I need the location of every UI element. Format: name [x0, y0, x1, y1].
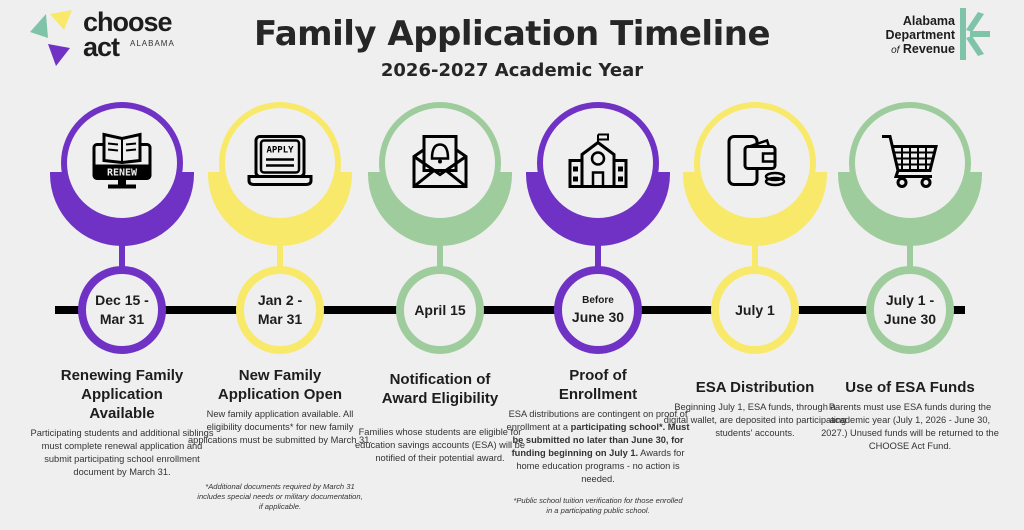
date-circle: Jan 2 - Mar 31 [236, 266, 324, 354]
renew-computer-icon: RENEW [90, 131, 154, 196]
digital-wallet-icon [723, 133, 787, 194]
step-description: ESA distributions are contingent on proo… [506, 409, 690, 484]
date-circle: April 15 [396, 266, 484, 354]
step-footnote: *Public school tuition verification for … [513, 496, 683, 515]
arrows-logo-icon [30, 10, 72, 66]
icon-circle [537, 102, 659, 224]
step-heading: Proof of Enrollment [558, 367, 638, 403]
connector [119, 244, 125, 274]
step-description: Beginning July 1, ESA funds, through a d… [663, 402, 847, 438]
step-heading: ESA Distribution [695, 379, 815, 396]
date-circle: Dec 15 - Mar 31 [78, 266, 166, 354]
step-description: Parents must use ESA funds during the ac… [821, 402, 999, 451]
choose-act-logo: choose act ALABAMA [28, 8, 208, 68]
svg-text:RENEW: RENEW [107, 168, 138, 179]
timeline-bar [55, 306, 965, 314]
step-description: New family application available. All el… [188, 409, 372, 445]
date-circle: July 1 [711, 266, 799, 354]
date-circle: July 1 - June 30 [866, 266, 954, 354]
dor-logo-icon [960, 8, 990, 60]
timeline-step: April 15 Notification of Award Eligibili… [355, 0, 525, 530]
step-heading: Renewing Family Application Available [60, 367, 184, 422]
connector [277, 244, 283, 274]
timeline-step: APPLY Jan 2 - Mar 31 New Family Applicat… [188, 0, 372, 530]
icon-circle [694, 102, 816, 224]
connector [595, 244, 601, 274]
step-heading: Notification of Award Eligibility [381, 371, 499, 407]
timeline-step: July 1 ESA Distribution Beginning July 1… [664, 0, 846, 530]
school-building-icon [566, 133, 630, 194]
page-subtitle: 2026-2027 Academic Year [380, 60, 644, 81]
icon-circle [849, 102, 971, 224]
step-description: Participating students and additional si… [30, 428, 214, 477]
apply-laptop-icon: APPLY [246, 133, 314, 194]
icon-circle: APPLY [219, 102, 341, 224]
connector [752, 244, 758, 274]
dor-logo-text: Alabama Department of Revenue [885, 14, 955, 56]
timeline-step: RENEW Dec 15 - Mar 31 Renewing Family Ap… [31, 0, 213, 530]
page-title: Family Application Timeline [253, 14, 771, 54]
step-footnote: *Additional documents required by March … [197, 482, 363, 511]
shopping-cart-icon [880, 133, 940, 194]
step-description: Families whose students are eligible for… [354, 427, 525, 463]
connector [907, 244, 913, 274]
envelope-bell-icon [410, 131, 470, 196]
icon-circle: RENEW [61, 102, 183, 224]
icon-circle [379, 102, 501, 224]
step-heading: Use of ESA Funds [845, 379, 975, 396]
svg-text:APPLY: APPLY [266, 146, 294, 156]
connector [437, 244, 443, 274]
timeline-step: July 1 - June 30 Use of ESA Funds Parent… [821, 0, 999, 530]
step-heading: New Family Application Open [217, 367, 343, 403]
